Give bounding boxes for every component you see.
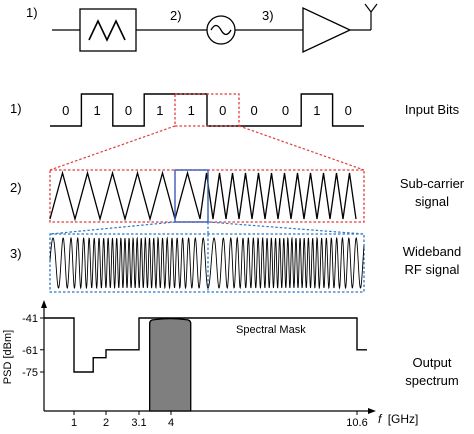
x-tick-label: 2 <box>103 417 109 429</box>
row-label-wideband-2: RF signal <box>405 262 460 277</box>
spectral-mask-line <box>44 317 367 373</box>
y-tick-label: -41 <box>22 313 38 325</box>
amplifier-icon <box>302 6 352 54</box>
x-tick-label: 3.1 <box>131 417 146 429</box>
bit-value: 1 <box>156 103 163 118</box>
x-axis-arrow <box>368 408 376 414</box>
row-label-subcarrier-2: signal <box>415 194 449 209</box>
y-tick-label: -61 <box>22 345 38 357</box>
bit-value: 0 <box>345 103 352 118</box>
bit-value: 0 <box>282 103 289 118</box>
red-projection-left <box>49 125 176 171</box>
x-axis-symbol: f <box>378 412 383 426</box>
row-label-wideband-1: Wideband <box>403 244 462 259</box>
spectral-mask-label: Spectral Mask <box>236 324 306 336</box>
bit-value: 0 <box>62 103 69 118</box>
row-label-output-1: Output <box>412 355 451 370</box>
row-num-3: 3) <box>10 246 22 261</box>
row-label-subcarrier-1: Sub-carrier <box>400 176 465 191</box>
x-axis-label: f [GHz] <box>378 412 418 426</box>
x-axis-unit: [GHz] <box>388 412 419 426</box>
x-tick-label: 10.6 <box>346 417 367 429</box>
red-projection-right <box>238 125 365 171</box>
row-num-2: 2) <box>10 180 22 195</box>
bit-value: 0 <box>125 103 132 118</box>
x-tick-label: 4 <box>168 417 174 429</box>
signal-band-psd <box>149 317 192 412</box>
spectrum-chart: -41 -61 -75 1 2 3.1 4 10.6 PSD [dBm] f [GHz] S… <box>2 300 418 429</box>
x-tick-label: 1 <box>71 417 77 429</box>
chain-label-2: 2) <box>170 8 182 23</box>
y-axis-label: PSD [dBm] <box>2 330 14 384</box>
triangle-wave-line <box>49 170 357 222</box>
triangle-filter-icon <box>79 8 137 52</box>
subcarrier-highlight-box <box>174 169 209 223</box>
y-axis-arrow <box>41 300 47 308</box>
rf-signal-frame <box>49 233 365 293</box>
chain-label-3: 3) <box>262 8 274 23</box>
wideband-rf-waveform <box>49 236 365 290</box>
bit-value: 0 <box>219 103 226 118</box>
bit-value: 1 <box>188 103 195 118</box>
block-chain: 1) 2) 3) <box>26 3 378 54</box>
red-highlight-box <box>174 93 240 127</box>
chain-label-1: 1) <box>26 5 38 20</box>
row-label-input-bits: Input Bits <box>405 102 460 117</box>
bit-value: 0 <box>250 103 257 118</box>
row-label-output-2: spectrum <box>405 373 458 388</box>
input-bits-waveform: 0 1 0 1 1 0 0 0 1 0 <box>50 93 364 127</box>
row-num-1: 1) <box>10 101 22 116</box>
y-ticks: -41 -61 -75 <box>22 313 44 379</box>
antenna-icon <box>364 3 378 30</box>
blue-projection-left <box>49 221 176 235</box>
y-tick-label: -75 <box>22 367 38 379</box>
x-ticks: 1 2 3.1 4 10.6 <box>71 411 368 429</box>
subcarrier-triangle-wave <box>49 170 357 222</box>
bit-value: 1 <box>313 103 320 118</box>
blue-projection-right <box>207 221 365 235</box>
bit-value: 1 <box>93 103 100 118</box>
rf-waveform-line <box>49 236 365 290</box>
